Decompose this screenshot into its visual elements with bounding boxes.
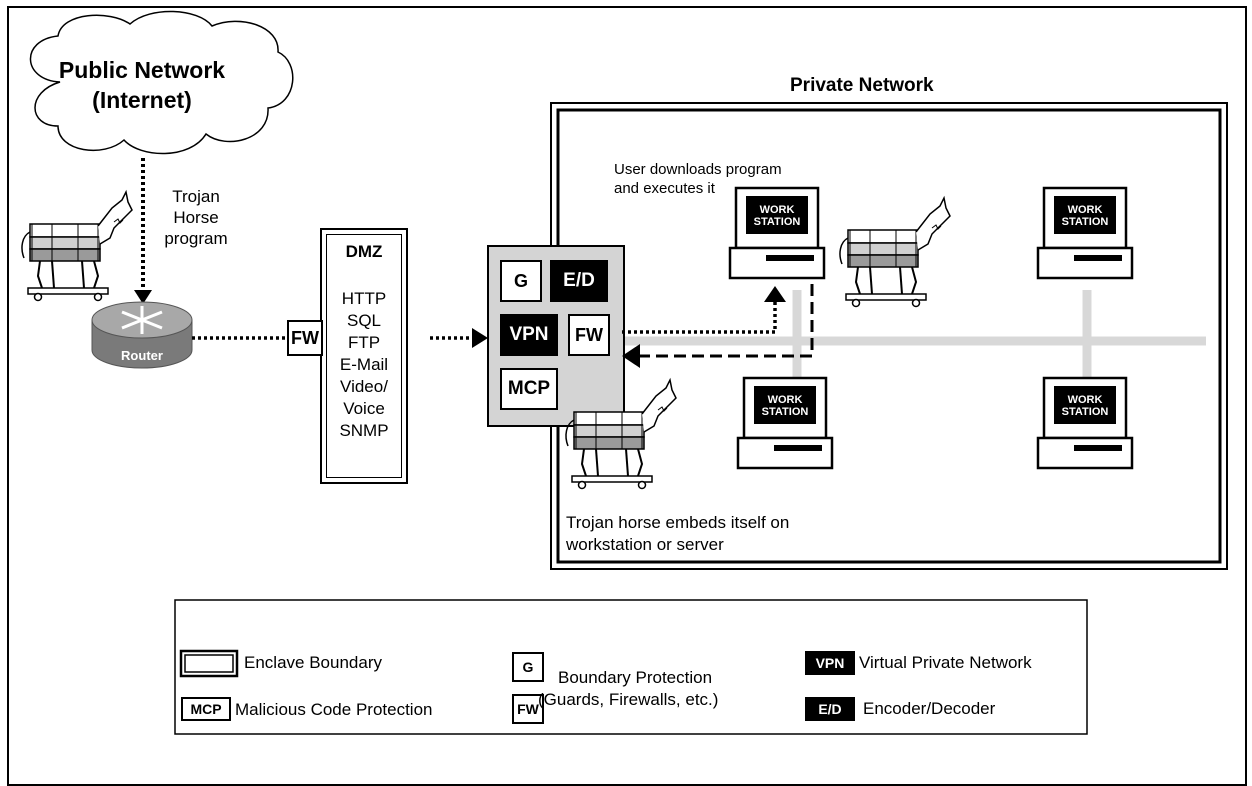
dmz-box: DMZ HTTP SQL FTP E-Mail Video/ Voice SNM… [320,228,408,484]
trojan-line: Trojan [172,187,220,206]
trojan-line: program [164,229,228,248]
legend-g-tag: G [512,652,544,682]
link-fw-workstation [622,302,777,334]
legend-ed-tag: E/D [805,697,855,721]
dmz-service: Voice [343,399,385,418]
trojan-horse-icon [839,197,951,308]
legend-vpn-label: Virtual Private Network [859,653,1032,672]
ws-line: STATION [753,216,801,228]
legend-mcp-label: Malicious Code Protection [235,700,433,719]
arrow-icon [622,344,640,368]
workstation-icon [1036,376,1134,470]
trojan-program-label: Trojan Horse program [156,186,236,249]
note-line: and executes it [614,180,715,197]
router-icon [91,301,193,369]
workstation-label: WORK STATION [1054,204,1116,228]
encoder-decoder-tag: E/D [550,260,608,302]
private-network-title: Private Network [790,75,934,96]
legend-enclave-swatch-inner [184,654,234,673]
legend-box [174,599,1088,735]
workstation-label: WORK STATION [746,204,808,228]
dmz-services: HTTP SQL FTP E-Mail Video/ Voice SNMP [322,288,406,442]
note-line: User downloads program [614,161,782,178]
workstation-icon [1036,186,1134,280]
legend-mcp-tag: MCP [181,697,231,721]
workstation-icon [736,376,834,470]
enclave-firewall-tag: FW [568,314,610,356]
legend-fw-tag: FW [512,694,544,724]
ws-line: WORK [759,204,795,216]
cloud-line-1: Public Network [58,57,226,83]
cloud-icon [29,10,294,155]
legend-line: (Guards, Firewalls, etc.) [538,690,719,709]
ws-line: STATION [761,406,809,418]
cloud-line-2: (Internet) [92,87,192,113]
ws-line: STATION [1061,216,1109,228]
user-downloads-note: User downloads program and executes it [614,160,782,198]
workstation-icon [728,186,826,280]
cloud-title: Public Network (Internet) [52,55,232,115]
ws-line: WORK [1067,394,1103,406]
arrow-icon [472,328,488,348]
dmz-firewall-tag: FW [287,320,323,356]
dmz-service: FTP [347,333,381,352]
router-label: Router [121,348,163,363]
mcp-tag: MCP [500,368,558,410]
dmz-inner [326,234,402,478]
note-line: workstation or server [566,535,724,554]
legend-line: Boundary Protection [558,668,713,687]
legend-boundary-protection: Boundary Protection (Guards, Firewalls, … [538,667,718,711]
dmz-service: SQL [346,311,382,330]
legend-vpn-tag: VPN [805,651,855,675]
dmz-service: E-Mail [339,355,389,374]
trojan-horse-icon [21,191,133,302]
workstation-label: WORK STATION [1054,394,1116,418]
arrow-icon [134,290,152,304]
dmz-service: Video/ [340,377,388,396]
legend-ed-label: Encoder/Decoder [863,699,996,718]
vpn-tag: VPN [500,314,558,356]
ws-line: WORK [767,394,803,406]
ws-line: STATION [1061,406,1109,418]
workstation-label: WORK STATION [754,394,816,418]
ws-line: WORK [1067,204,1103,216]
embed-note: Trojan horse embeds itself on workstatio… [566,512,789,556]
trojan-line: Horse [173,208,219,227]
legend-enclave-boundary: Enclave Boundary [244,653,382,672]
dmz-service: SNMP [339,421,389,440]
guard-tag: G [500,260,542,302]
dmz-title: DMZ [345,242,383,261]
link-workstation-enclave [640,284,814,358]
note-line: Trojan horse embeds itself on [566,513,790,532]
dmz-service: HTTP [341,289,387,308]
arrow-icon [764,286,786,302]
